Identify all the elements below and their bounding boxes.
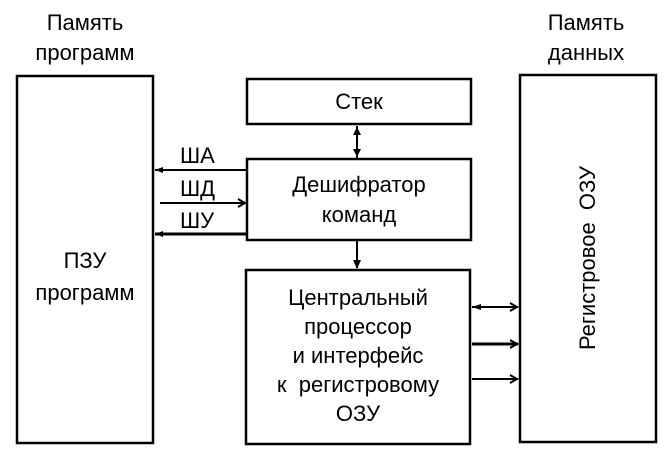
- program-rom-label-line1: ПЗУ: [64, 248, 108, 273]
- program-memory-heading-line1: Память: [47, 10, 124, 35]
- control-bus: ШУ: [155, 208, 246, 237]
- cpu-label-line3: и интерфейс: [293, 343, 424, 368]
- cpu-label-line2: процессор: [304, 314, 412, 339]
- decoder-cpu-arrow: [353, 241, 361, 269]
- program-memory-heading-line2: программ: [35, 40, 134, 65]
- decoder-label-line2: команд: [322, 202, 397, 227]
- cpu-label-line1: Центральный: [288, 285, 428, 310]
- stack-decoder-arrow: [353, 126, 361, 158]
- instruction-decoder-box: [245, 157, 473, 242]
- register-ram-label: Регистровое ОЗУ: [575, 165, 600, 350]
- program-rom-box: [15, 74, 155, 445]
- data-bus-label: ШД: [180, 176, 215, 201]
- register-ram-box: [518, 73, 658, 444]
- cpu-label-line5: ОЗУ: [336, 401, 381, 426]
- stack-label: Стек: [335, 89, 383, 114]
- cpu-ram-bidirectional-arrow: [472, 302, 520, 312]
- cpu-label-line4: к регистровому: [277, 372, 439, 397]
- data-memory-heading-line2: данных: [548, 40, 624, 65]
- address-bus: ША: [155, 143, 246, 173]
- cpu-ram-arrow-3: [472, 374, 520, 384]
- data-bus: ШД: [160, 176, 248, 208]
- address-bus-label: ША: [180, 143, 215, 168]
- control-bus-label: ШУ: [180, 208, 215, 233]
- data-memory-heading-line1: Память: [548, 10, 625, 35]
- decoder-label-line1: Дешифратор: [292, 172, 425, 197]
- cpu-ram-arrow-2: [472, 339, 520, 349]
- cpu-box: [244, 268, 472, 446]
- stack-box: [245, 77, 473, 126]
- program-rom-label-line2: программ: [35, 280, 134, 305]
